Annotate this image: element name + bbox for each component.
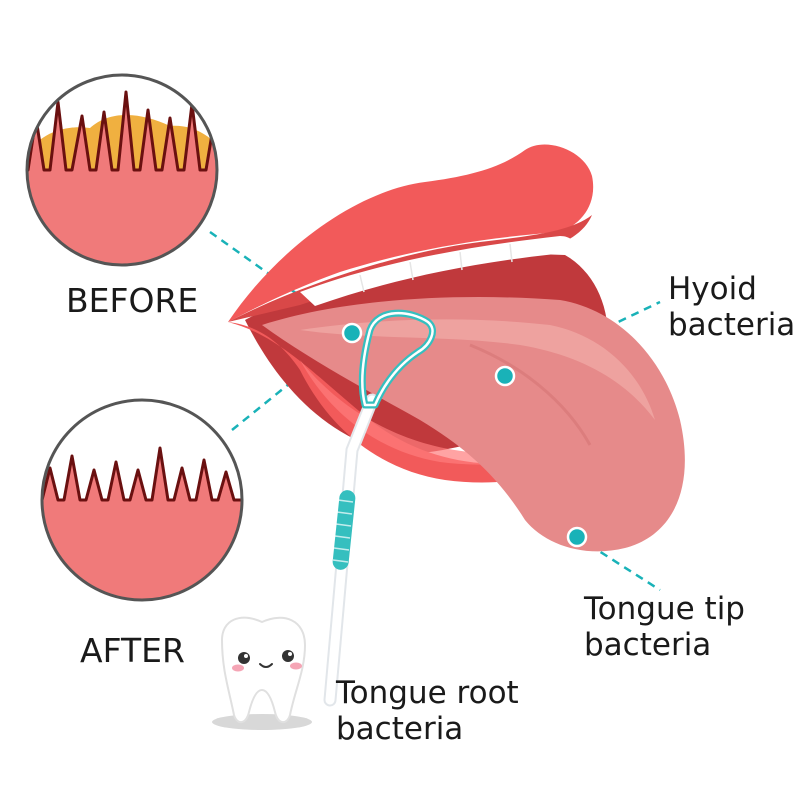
tip-marker-dot [566, 526, 588, 548]
tongue-scraper-icon [323, 309, 436, 707]
root-label-line2: bacteria [336, 710, 464, 747]
tip-label-line2: bacteria [584, 626, 712, 663]
marker-dots [341, 322, 588, 548]
before-magnifier [25, 73, 219, 267]
upper-lip [228, 144, 594, 322]
root-label-line1: Tongue root [336, 675, 519, 711]
upper-teeth [300, 236, 576, 306]
after-label: AFTER [80, 631, 185, 670]
hyoid-label-line1: Hyoid [668, 271, 757, 307]
teeth-gaps [359, 243, 513, 293]
tongue-root-bacteria-label: Tongue root bacteria [336, 675, 519, 747]
hyoid-bacteria-label: Hyoid bacteria [668, 271, 796, 343]
before-label: BEFORE [66, 281, 199, 320]
scraper-marker-dot [341, 322, 363, 344]
tip-label-line1: Tongue tip [584, 591, 745, 627]
hyoid-label-line2: bacteria [668, 306, 796, 343]
hyoid-marker-dot [494, 365, 516, 387]
tooth-mascot-icon [212, 616, 312, 730]
tongue-center-groove [469, 343, 592, 446]
tongue-highlight [300, 319, 655, 420]
tongue-tip-bacteria-label: Tongue tip bacteria [584, 591, 745, 663]
after-magnifier [40, 398, 244, 602]
mouth-illustration [228, 144, 685, 552]
